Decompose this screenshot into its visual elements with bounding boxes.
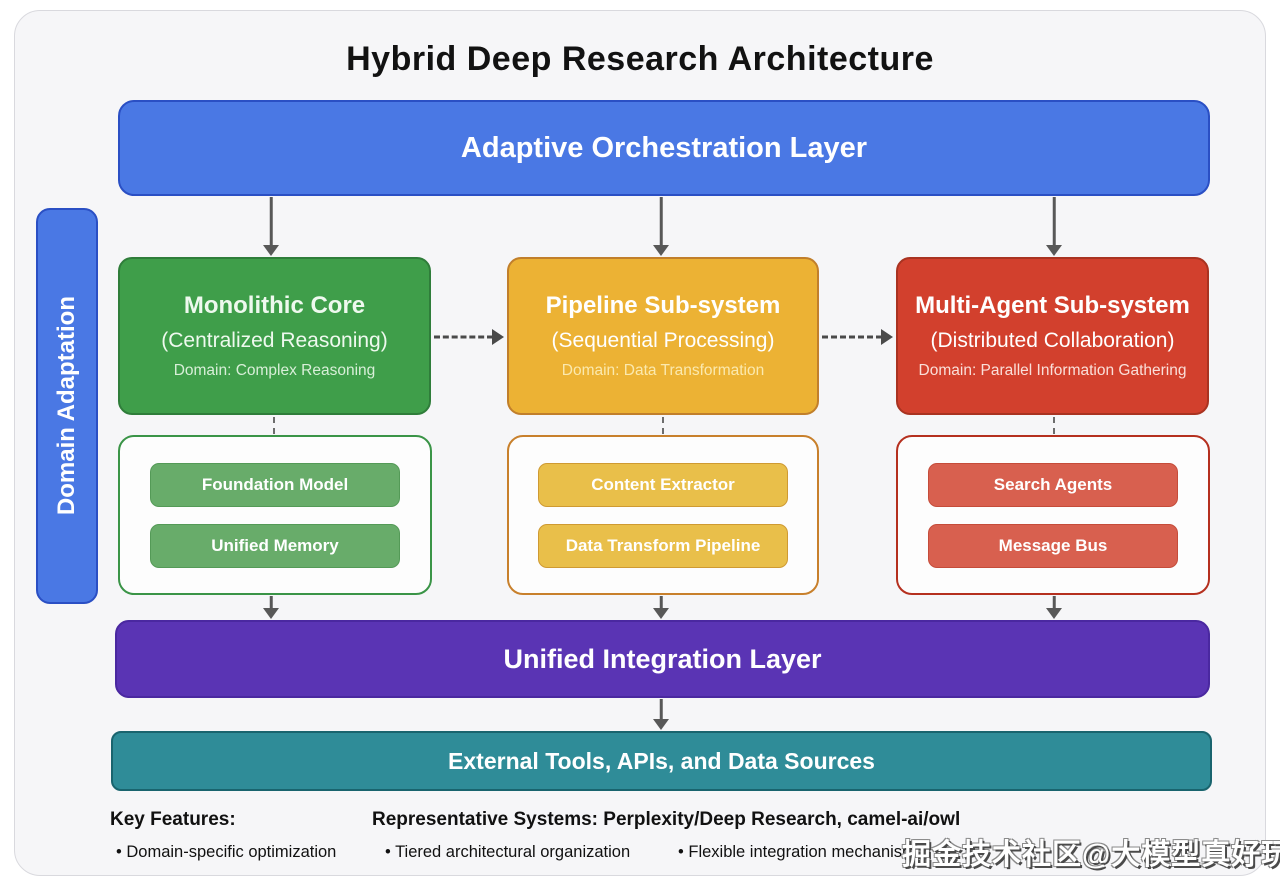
multiagent-subsystem-title: Multi-Agent Sub-system [915,292,1190,319]
unified-memory-label: Unified Memory [211,535,339,555]
dashed-connector-pipeline [662,417,664,434]
representative-systems-label: Representative Systems: Perplexity/Deep … [372,809,961,830]
dashed-arrow-monolithic-to-pipeline [434,328,504,346]
monolithic-components-group: Foundation Model Unified Memory [118,435,432,595]
integration-layer-label: Unified Integration Layer [503,643,822,674]
domain-adaptation-bar: Domain Adaptation [36,208,98,604]
foundation-model-chip: Foundation Model [150,462,400,507]
search-agents-label: Search Agents [993,474,1113,494]
multiagent-subsystem-subtitle: (Distributed Collaboration) [930,329,1175,352]
monolithic-core-domain: Domain: Complex Reasoning [173,362,376,379]
arrow-pipeline-to-integration [652,596,670,619]
monolithic-core-box: Monolithic Core (Centralized Reasoning) … [118,257,431,415]
arrow-down-to-monolithic [262,197,280,256]
external-layer-label: External Tools, APIs, and Data Sources [448,747,875,774]
content-extractor-label: Content Extractor [591,474,735,494]
dashed-connector-multiagent [1053,417,1055,434]
pipeline-subsystem-title: Pipeline Sub-system [545,292,781,319]
monolithic-core-title: Monolithic Core [183,292,366,319]
feature-bullet-tiered: • Tiered architectural organization [385,843,631,861]
monolithic-core-subtitle: (Centralized Reasoning) [161,329,388,352]
content-extractor-chip: Content Extractor [538,462,788,507]
dashed-arrow-pipeline-to-multiagent [822,328,893,346]
unified-integration-layer: Unified Integration Layer [115,620,1210,698]
watermark-text: 掘金技术社区@大模型真好玩 [902,839,1280,871]
arrow-monolithic-to-integration [262,596,280,619]
message-bus-chip: Message Bus [928,523,1178,568]
data-transform-pipeline-chip: Data Transform Pipeline [538,523,788,568]
key-features-label: Key Features: [110,809,236,830]
page-title: Hybrid Deep Research Architecture [346,40,934,78]
data-transform-pipeline-label: Data Transform Pipeline [565,535,761,555]
message-bus-label: Message Bus [998,535,1108,555]
feature-bullet-domain-specific: • Domain-specific optimization [116,843,337,861]
multiagent-components-group: Search Agents Message Bus [896,435,1210,595]
multiagent-subsystem-domain: Domain: Parallel Information Gathering [918,362,1187,379]
multiagent-subsystem-box: Multi-Agent Sub-system (Distributed Coll… [896,257,1209,415]
unified-memory-chip: Unified Memory [150,523,400,568]
arrow-down-to-multiagent [1045,197,1063,256]
arrow-down-to-pipeline [652,197,670,256]
dashed-connector-monolithic [273,417,275,434]
external-tools-layer: External Tools, APIs, and Data Sources [111,731,1212,791]
search-agents-chip: Search Agents [928,462,1178,507]
domain-adaptation-label: Domain Adaptation [53,296,80,516]
pipeline-subsystem-domain: Domain: Data Transformation [561,362,765,379]
arrow-multiagent-to-integration [1045,596,1063,619]
feature-bullet-flexible: • Flexible integration mechanisms [678,843,925,861]
pipeline-subsystem-subtitle: (Sequential Processing) [551,329,775,352]
pipeline-subsystem-box: Pipeline Sub-system (Sequential Processi… [507,257,819,415]
foundation-model-label: Foundation Model [201,474,349,494]
orchestration-layer-label: Adaptive Orchestration Layer [460,131,868,164]
adaptive-orchestration-layer: Adaptive Orchestration Layer [118,100,1210,196]
pipeline-components-group: Content Extractor Data Transform Pipelin… [507,435,819,595]
arrow-integration-to-external [652,699,670,730]
